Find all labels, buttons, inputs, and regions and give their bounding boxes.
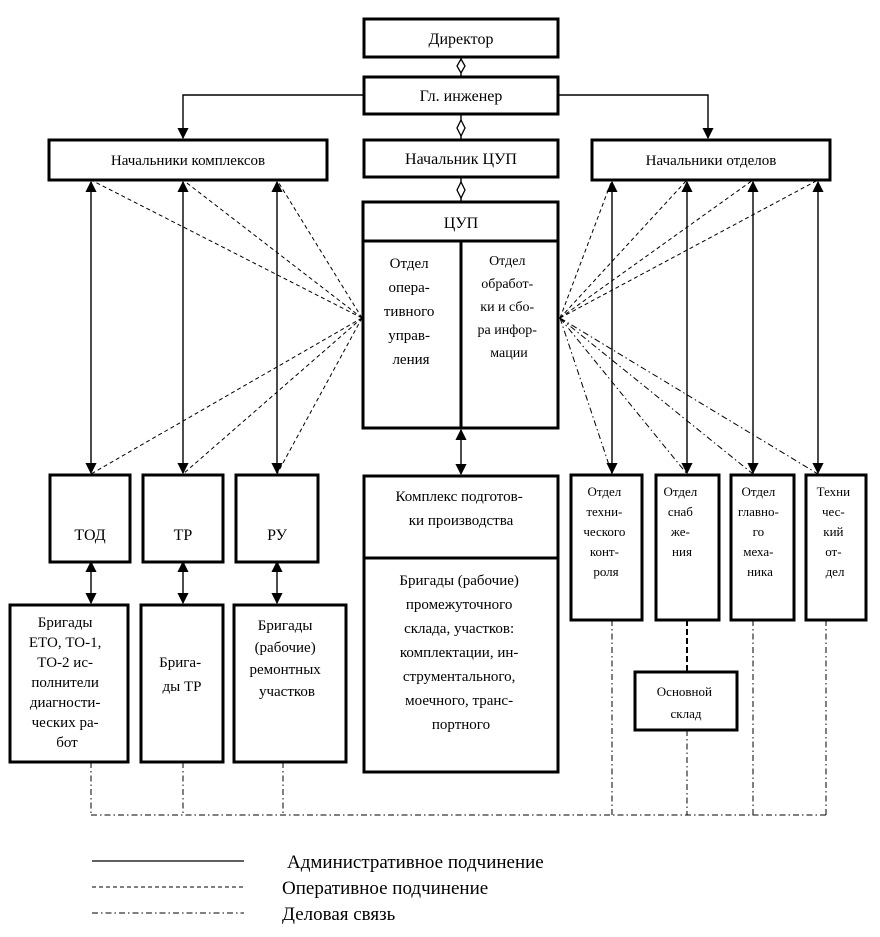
dept-tech-box: Техни чес- кий от- дел (804, 473, 868, 622)
prep-complex-box: Комплекс подготов- ки производства (362, 474, 560, 560)
brig-ru-box: Бригады (рабочие) ремонтных участков (232, 603, 348, 764)
operative-links-left (90, 179, 363, 475)
brig-tr-box: Брига- ды ТР (139, 603, 225, 764)
chief-engineer-box: Гл. инженер (362, 75, 560, 116)
prep-complex-label: Комплекс подготов- ки производства (396, 489, 527, 529)
tod-label: ТОД (74, 527, 105, 544)
cup-head-label: Начальник ЦУП (405, 151, 517, 168)
legend: Административное подчинение Оперативное … (92, 852, 544, 925)
dept-heads-label: Начальники отделов (646, 153, 777, 169)
dept-heads-box: Начальники отделов (590, 138, 832, 182)
ru-label: РУ (267, 527, 288, 544)
cup-label: ЦУП (444, 215, 479, 232)
ru-box: РУ (234, 473, 320, 564)
business-bus (90, 620, 827, 816)
prep-brigades-label: Бригады (рабочие) промежуточного склада,… (399, 573, 522, 733)
dept-tech-control-box: Отдел техни- ческого конт- роля (569, 473, 644, 622)
link-engineer-dept-heads (557, 94, 714, 140)
brig-tod-label: Бригады ЕТО, ТО-1, ТО-2 ис- полнители ди… (29, 615, 105, 751)
dept-tech-label: Техни чес- кий от- дел (817, 484, 854, 579)
operative-links-right (559, 179, 819, 319)
dept-supply-label: Отдел снаб же- ния (663, 484, 700, 559)
connectors (85, 57, 827, 816)
diamond-director-engineer (456, 57, 466, 75)
cup-info-label: Отдел обработ- ки и сбо- ра инфор- мации (478, 254, 541, 361)
dept-chief-mech-label: Отдел главно- го меха- ника (738, 484, 782, 579)
diamond-cuphead-cup (456, 180, 466, 200)
dept-chief-mech-box: Отдел главно- го меха- ника (729, 473, 796, 622)
brig-tod-box: Бригады ЕТО, ТО-1, ТО-2 ис- полнители ди… (8, 603, 130, 764)
business-links-right (559, 317, 819, 475)
prep-brigades-box: Бригады (рабочие) промежуточного склада,… (362, 556, 560, 774)
director-label: Директор (429, 31, 494, 48)
diamond-engineer-cup-head (456, 118, 466, 138)
brig-ru-label: Бригады (рабочие) ремонтных участков (249, 618, 324, 700)
dept-supply-box: Отдел снаб же- ния (654, 473, 721, 622)
tod-box: ТОД (48, 473, 132, 564)
tr-box: ТР (141, 473, 225, 564)
main-warehouse-label: Основной склад (657, 684, 715, 721)
legend-operative-label: Оперативное подчинение (282, 878, 488, 899)
cup-ops-label: Отдел опера- тивного управ- ления (384, 256, 438, 368)
cup-box: ЦУП Отдел опера- тивного управ- ления От… (361, 200, 560, 430)
complex-heads-box: Начальники комплексов (47, 138, 329, 182)
tr-label: ТР (174, 527, 193, 544)
complex-heads-label: Начальники комплексов (111, 153, 265, 169)
chief-engineer-label: Гл. инженер (420, 88, 503, 105)
cup-head-box: Начальник ЦУП (362, 138, 560, 179)
dept-tech-control-label: Отдел техни- ческого конт- роля (583, 484, 628, 579)
legend-admin-label: Административное подчинение (287, 852, 544, 873)
director-box: Директор (362, 17, 560, 59)
legend-business-label: Деловая связь (282, 904, 396, 925)
main-warehouse-box: Основной склад (633, 670, 739, 732)
brig-tr-label: Брига- ды ТР (159, 655, 205, 695)
link-engineer-complex-heads (177, 94, 365, 140)
